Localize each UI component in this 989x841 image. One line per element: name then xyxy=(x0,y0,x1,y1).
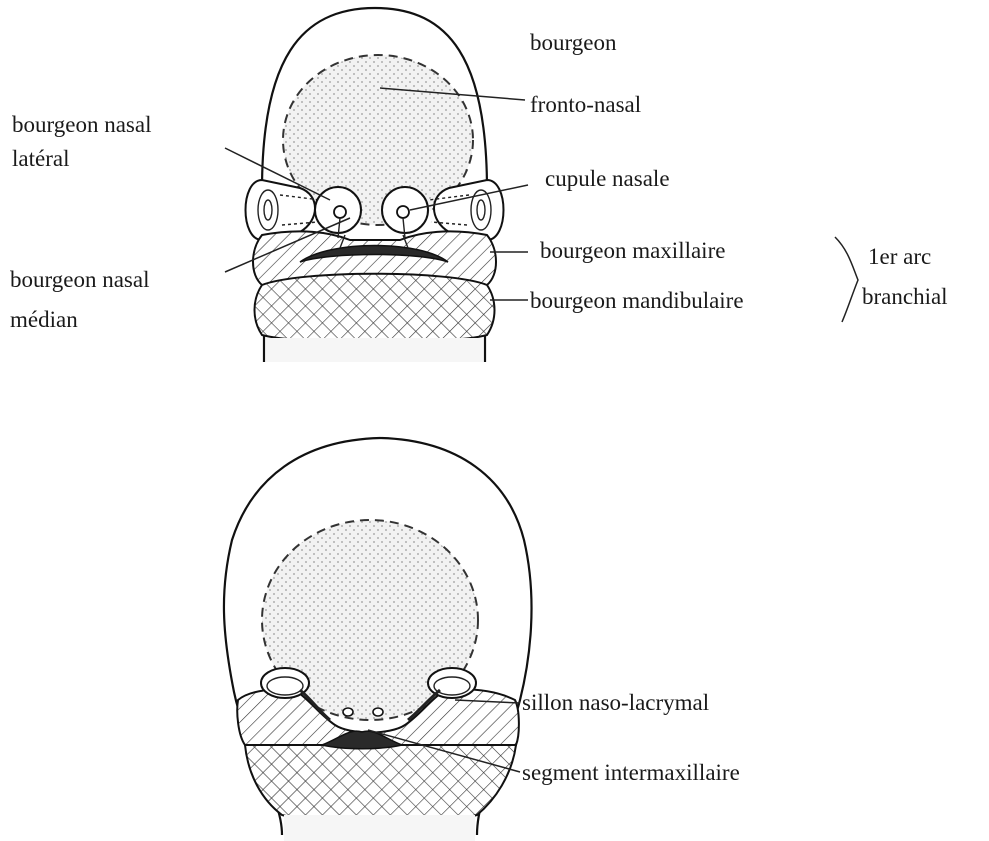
mandibular-bud-band xyxy=(255,274,495,343)
top-embryo-drawing xyxy=(246,8,504,362)
bottom-embryo-drawing xyxy=(224,438,532,841)
label-fronto-nasal-line1: bourgeon xyxy=(530,30,617,55)
label-nasal-lateral-line1: bourgeon nasal xyxy=(12,112,151,137)
right-nostril xyxy=(373,708,383,716)
right-nasal-cup xyxy=(382,187,428,238)
label-segment-intermaxillaire: segment intermaxillaire xyxy=(522,760,740,785)
label-nasal-median-line1: bourgeon nasal xyxy=(10,267,149,292)
label-nasal-lateral-line2: latéral xyxy=(12,146,69,171)
label-bourgeon-maxillaire: bourgeon maxillaire xyxy=(540,238,725,263)
label-arc-line1: 1er arc xyxy=(868,244,931,269)
label-sillon-naso-lacrymal: sillon naso-lacrymal xyxy=(522,690,709,715)
label-nasal-median-line2: médian xyxy=(10,307,78,332)
label-cupule-nasale: cupule nasale xyxy=(545,166,670,191)
bottom-mandible-region xyxy=(245,745,516,823)
label-bourgeon-mandibulaire: bourgeon mandibulaire xyxy=(530,288,744,313)
arc-brace xyxy=(835,237,858,322)
left-nostril xyxy=(343,708,353,716)
label-fronto-nasal-line2: fronto-nasal xyxy=(530,92,641,117)
label-arc-line2: branchial xyxy=(862,284,948,309)
